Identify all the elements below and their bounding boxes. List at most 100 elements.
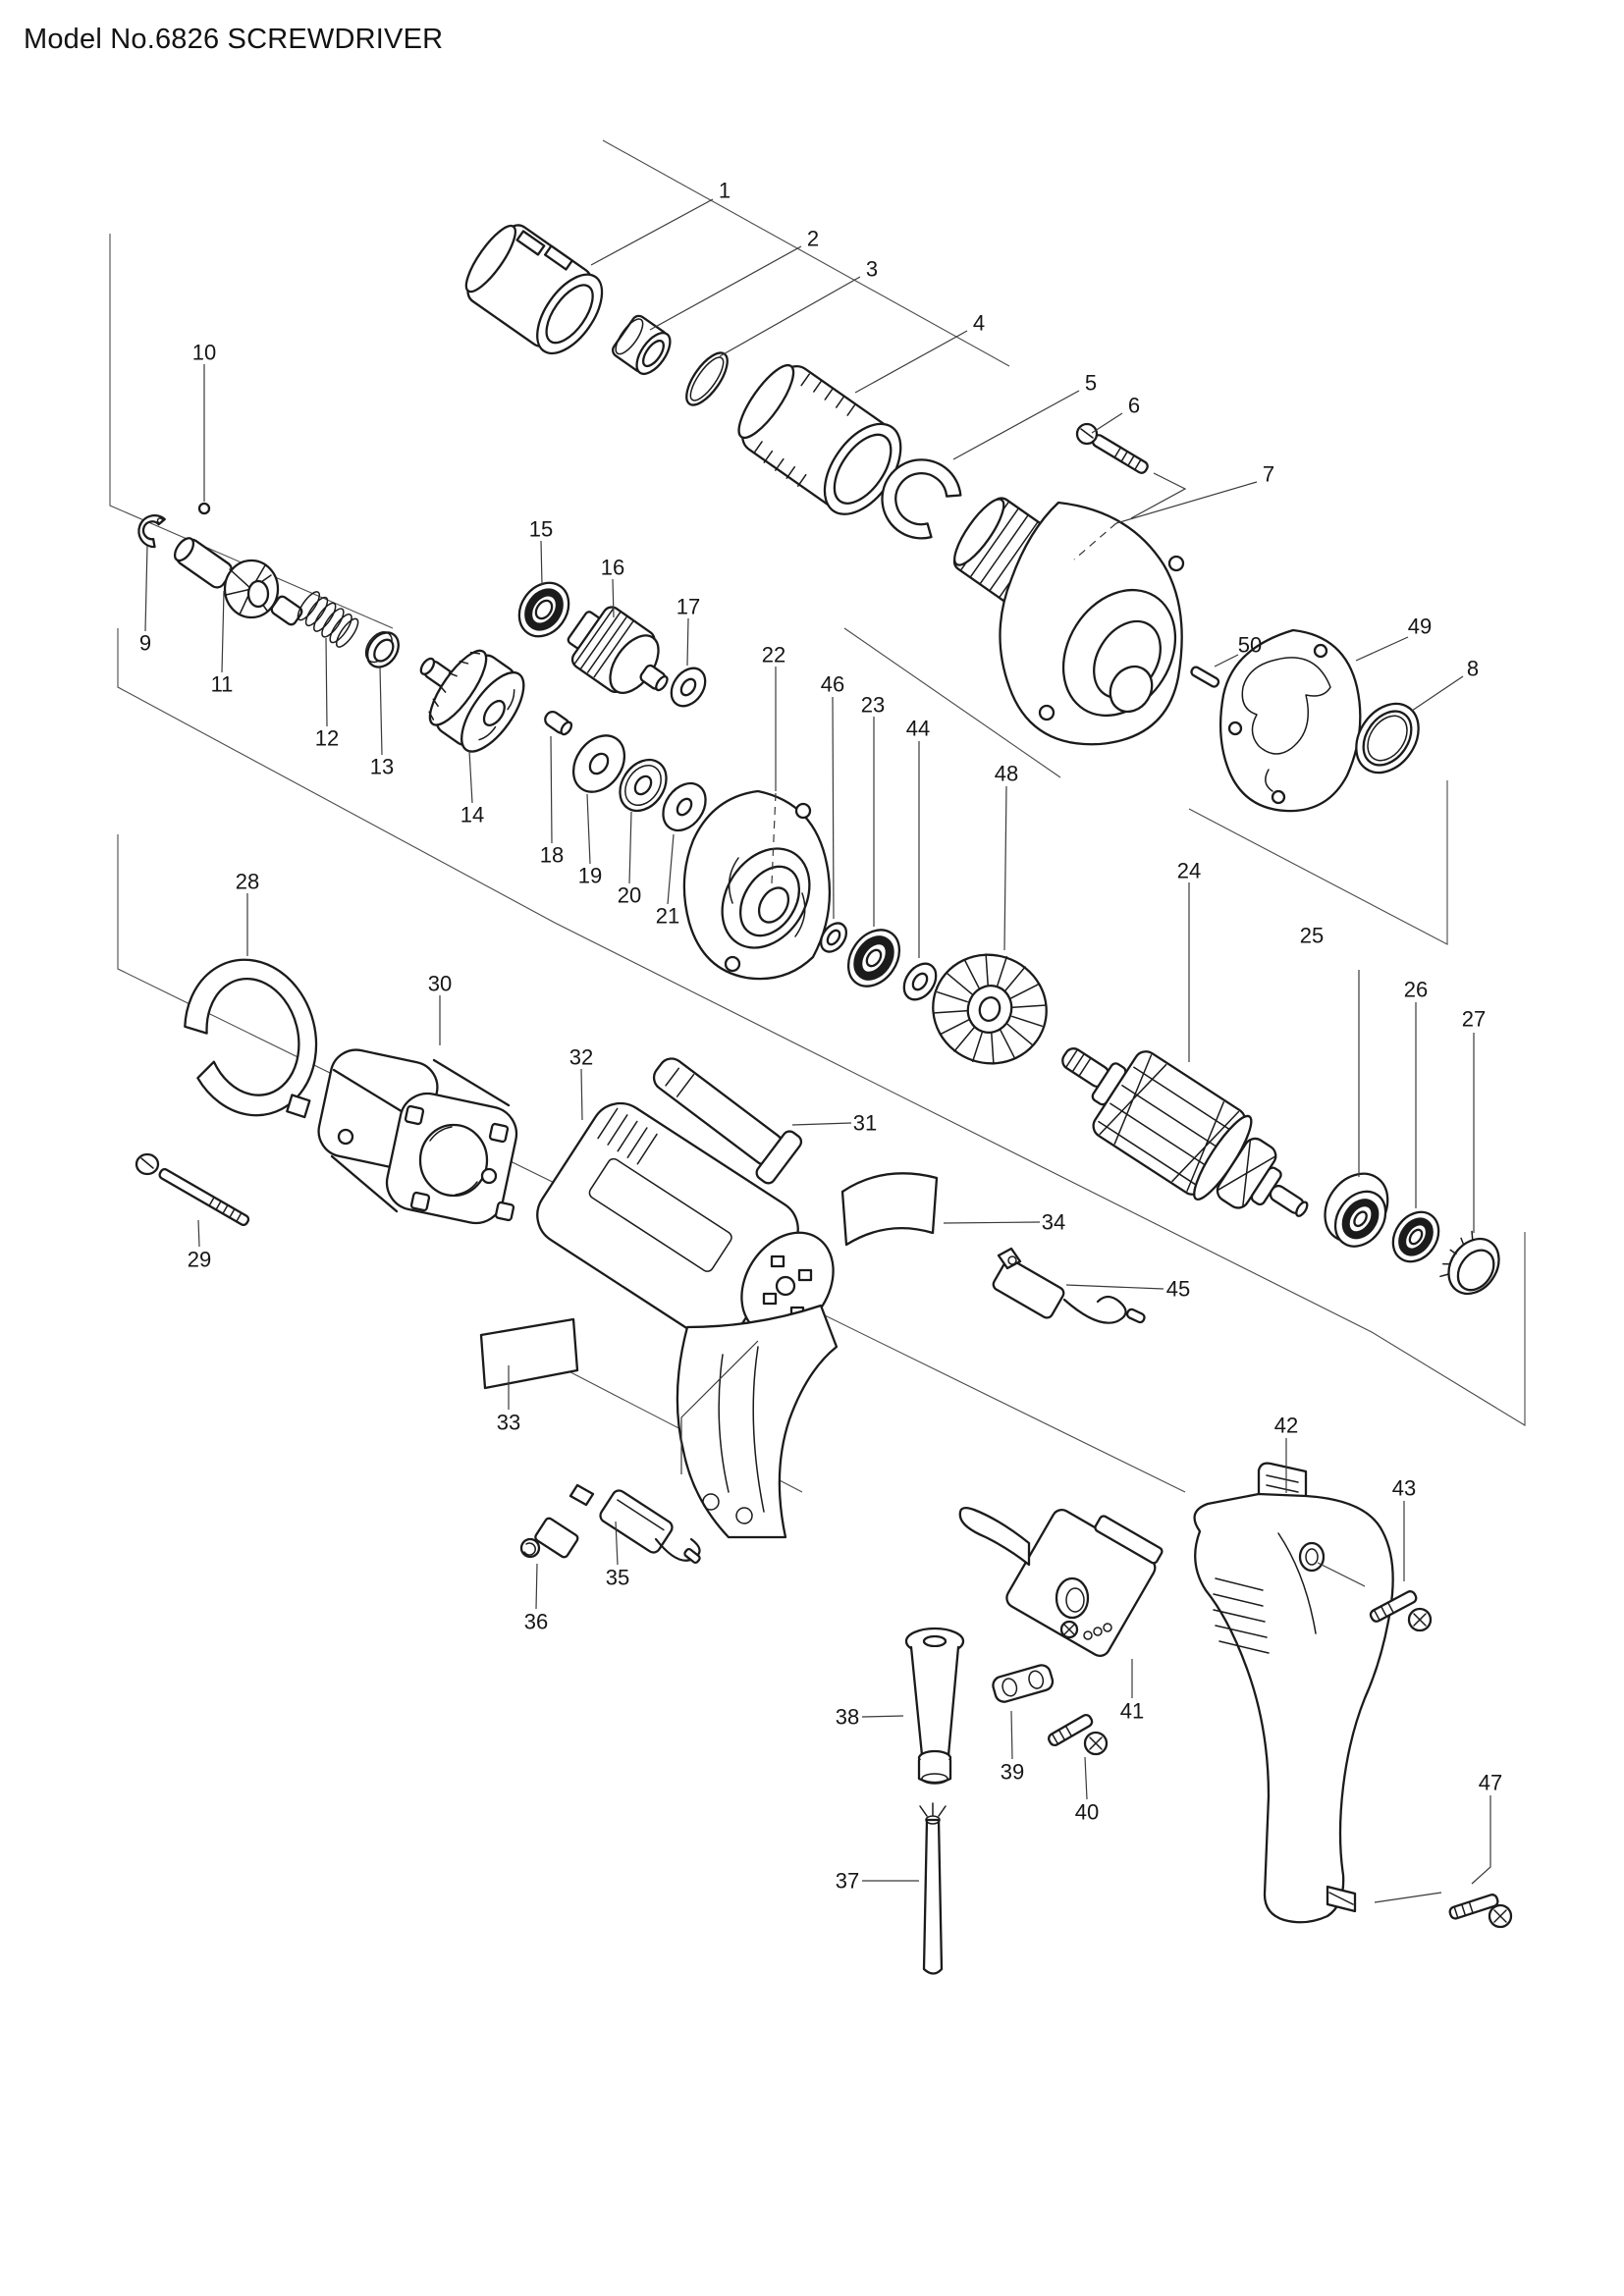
leader-line-2 <box>649 245 802 331</box>
part-number-label-34: 34 <box>1042 1210 1065 1235</box>
part-27-insulation-ring-drawing <box>1439 1230 1500 1296</box>
leader-line-14 <box>468 750 473 804</box>
part-number-label-18: 18 <box>540 843 564 868</box>
part-number-label-20: 20 <box>618 883 641 908</box>
part-49-gasket-drawing <box>1218 628 1362 813</box>
part-7-gear-housing-drawing <box>952 497 1185 746</box>
part-number-label-43: 43 <box>1392 1476 1416 1501</box>
part-number-label-28: 28 <box>236 870 259 894</box>
part-1-bit-sleeve-drawing <box>464 224 604 355</box>
part-32-motor-housing-drawing <box>536 1101 839 1539</box>
leader-line-35 <box>615 1521 619 1566</box>
part-number-label-15: 15 <box>529 517 553 542</box>
part-33-name-plate-drawing <box>479 1317 579 1390</box>
screw-43-assembly-line <box>1317 1562 1366 1587</box>
part-number-label-8: 8 <box>1467 657 1479 681</box>
leader-line-46 <box>832 696 835 920</box>
part-15-bearing-drawing <box>517 581 570 638</box>
part-number-label-33: 33 <box>497 1411 520 1435</box>
leader-line-50 <box>1214 654 1239 667</box>
part-number-label-29: 29 <box>188 1248 211 1272</box>
part-number-label-44: 44 <box>906 717 930 741</box>
part-26-ball-bearing-drawing <box>1391 1210 1440 1263</box>
part-38-cord-guard-drawing <box>904 1627 965 1785</box>
part-number-label-25: 25 <box>1300 924 1324 948</box>
leader-line-3 <box>719 276 861 357</box>
part-number-label-11: 11 <box>211 672 234 697</box>
part-number-label-21: 21 <box>656 904 679 929</box>
leader-line-47 <box>1471 1795 1491 1885</box>
part-number-label-36: 36 <box>524 1610 548 1634</box>
part-48-fan-drawing <box>932 953 1048 1065</box>
part-11-spindle-drawing <box>173 537 303 626</box>
part-number-label-19: 19 <box>578 864 602 888</box>
part-12-spring-drawing <box>297 591 359 648</box>
part-number-label-37: 37 <box>836 1869 859 1894</box>
part-number-label-40: 40 <box>1075 1800 1099 1825</box>
leader-line-29 <box>197 1219 200 1248</box>
leader-line-39 <box>1010 1710 1013 1760</box>
leader-line-49 <box>1355 636 1409 662</box>
part-50-pin-drawing <box>1190 666 1220 688</box>
leader-line-18 <box>550 735 553 844</box>
part-number-label-22: 22 <box>762 643 785 667</box>
part-number-label-35: 35 <box>606 1566 629 1590</box>
part-number-label-30: 30 <box>428 972 452 996</box>
part-21-washer-drawing <box>662 781 707 832</box>
part-number-label-47: 47 <box>1479 1771 1502 1795</box>
part-number-label-23: 23 <box>861 693 885 718</box>
leader-line-19 <box>586 793 591 865</box>
leader-line-7 <box>1115 481 1258 524</box>
part-45-brush-holder-drawing <box>992 1247 1146 1324</box>
part-41-switch-drawing <box>958 1507 1164 1657</box>
leader-line-32 <box>580 1068 583 1121</box>
leader-line-12 <box>325 637 328 727</box>
leader-line-6 <box>1091 412 1123 434</box>
part-number-label-3: 3 <box>866 257 878 282</box>
leader-line-20 <box>628 811 632 884</box>
leader-line-40 <box>1084 1756 1088 1800</box>
part-35-brush-holder-drawing <box>568 1483 701 1565</box>
part-16-gear-drawing <box>567 606 669 694</box>
part-number-label-10: 10 <box>192 341 216 365</box>
part-40-screw-drawing <box>1048 1713 1109 1756</box>
part-6-screw-drawing <box>1075 422 1149 474</box>
leader-line-15 <box>540 540 543 586</box>
leader-line-1 <box>590 198 714 266</box>
part-number-label-4: 4 <box>973 311 985 336</box>
part-number-label-14: 14 <box>460 803 484 828</box>
part-13-ring-drawing <box>364 631 400 668</box>
part-34-sheet-drawing <box>840 1172 939 1247</box>
part-number-label-45: 45 <box>1166 1277 1190 1302</box>
part-44-washer-drawing <box>902 962 938 1001</box>
part-number-label-12: 12 <box>315 726 339 751</box>
part-2-nut-drawing <box>611 314 672 376</box>
part-23-ball-bearing-drawing <box>846 929 901 988</box>
part-number-label-42: 42 <box>1274 1414 1298 1438</box>
part-5-retaining-ring-drawing <box>881 458 962 540</box>
leader-line-4 <box>854 330 968 394</box>
part-number-label-46: 46 <box>821 672 844 697</box>
brush-socket-line <box>680 1340 759 1474</box>
leader-7-dashed <box>1073 522 1117 561</box>
part-number-label-7: 7 <box>1263 462 1274 487</box>
part-30-field-stator-drawing <box>317 1048 518 1225</box>
part-number-label-24: 24 <box>1177 859 1201 883</box>
part-number-label-17: 17 <box>677 595 700 619</box>
part-labels-layer: 1234567891011121314151617181920212223242… <box>139 179 1502 1894</box>
part-19-washer-drawing <box>571 734 626 793</box>
part-number-label-2: 2 <box>807 227 819 251</box>
part-47-screw-drawing <box>1448 1894 1513 1929</box>
leader-line-31 <box>791 1122 852 1126</box>
part-number-label-32: 32 <box>569 1045 593 1070</box>
leader-line-9 <box>144 545 148 632</box>
part-43-screw-drawing <box>1369 1590 1433 1632</box>
part-number-label-16: 16 <box>601 556 624 580</box>
part-number-label-49: 49 <box>1408 614 1432 639</box>
screw-6-assembly-line <box>1130 472 1187 519</box>
leader-line-11 <box>221 590 225 673</box>
page-title: Model No.6826 SCREWDRIVER <box>24 24 444 55</box>
leader-line-34 <box>943 1221 1041 1224</box>
part-20-washer-drawing <box>619 758 668 813</box>
